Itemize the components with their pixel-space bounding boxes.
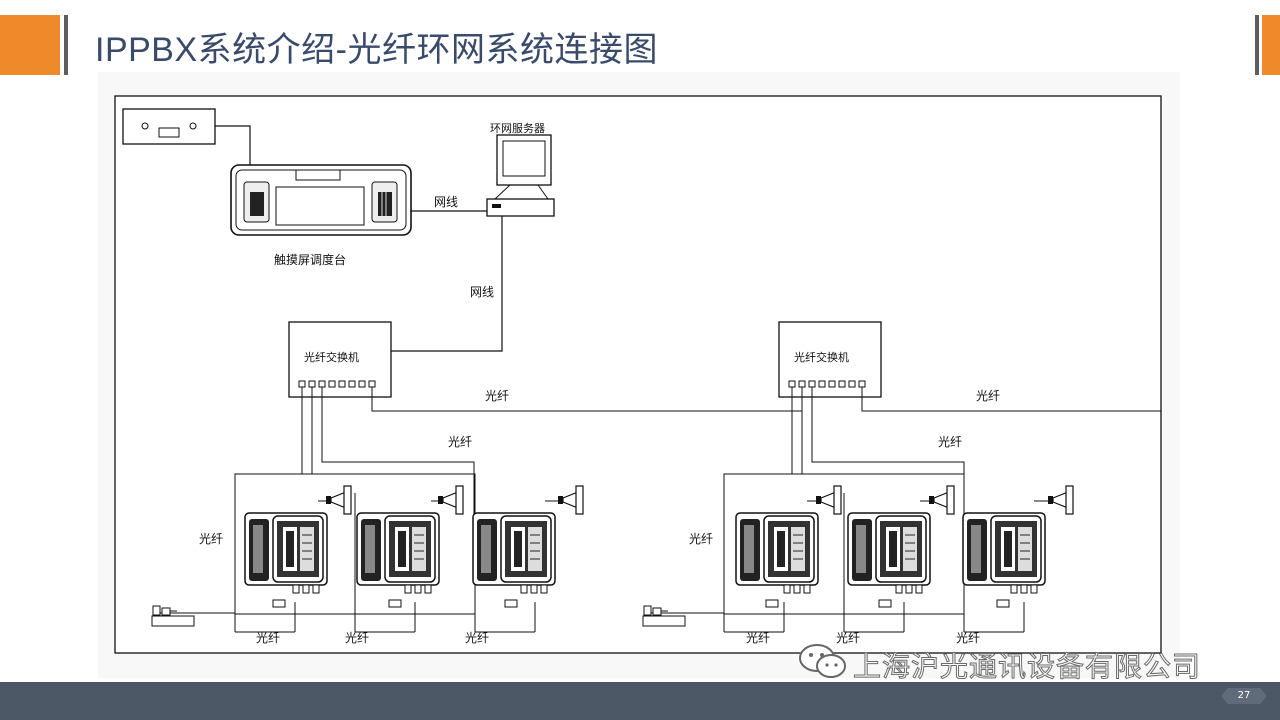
telephone-icon (847, 512, 931, 594)
fiber-label-bottom-3: 光纤 (465, 631, 489, 645)
server-label: 环网服务器 (490, 122, 545, 135)
fiber-label-ring-2: 光纤 (976, 389, 1000, 403)
switch-label-2: 光纤交换机 (794, 350, 849, 364)
touchscreen-console (230, 164, 412, 236)
fiber-label-ring-1: 光纤 (485, 389, 509, 403)
fiber-label-side-1: 光纤 (199, 532, 223, 546)
page-number: 27 (1237, 690, 1251, 701)
wechat-icon (799, 644, 846, 678)
telephone-icon (472, 512, 556, 594)
fiber-label-bottom-6: 光纤 (956, 631, 980, 645)
fiber-label-bottom-4: 光纤 (746, 631, 770, 645)
ring-server (486, 134, 555, 217)
company-watermark: 上海沪光通讯设备有限公司 (852, 650, 1202, 684)
fiber-label-bottom-1: 光纤 (256, 631, 280, 645)
slide-title: IPPBX系统介绍-光纤环网系统连接图 (95, 31, 658, 69)
fiber-label-bottom-2: 光纤 (345, 631, 369, 645)
telephone-icon (962, 512, 1046, 594)
telephone-icon (735, 512, 819, 594)
accent-line-left (64, 15, 68, 75)
page-number-badge (1221, 688, 1267, 704)
console-label: 触摸屏调度台 (274, 252, 346, 267)
footer-bar (0, 682, 1280, 720)
accent-block-right (1262, 15, 1280, 75)
cable-label-top: 网线 (434, 195, 458, 209)
accent-block-left (0, 15, 60, 75)
fiber-label-down-2: 光纤 (938, 435, 962, 449)
telephone-icon (356, 512, 440, 594)
fiber-label-down-1: 光纤 (448, 435, 472, 449)
fiber-label-bottom-5: 光纤 (836, 631, 860, 645)
accent-line-right (1255, 15, 1259, 75)
switch-label-1: 光纤交换机 (304, 350, 359, 364)
interface-panel (122, 108, 216, 145)
cable-label-mid: 网线 (470, 285, 494, 299)
fiber-label-side-2: 光纤 (689, 532, 713, 546)
telephone-icon (244, 512, 328, 594)
